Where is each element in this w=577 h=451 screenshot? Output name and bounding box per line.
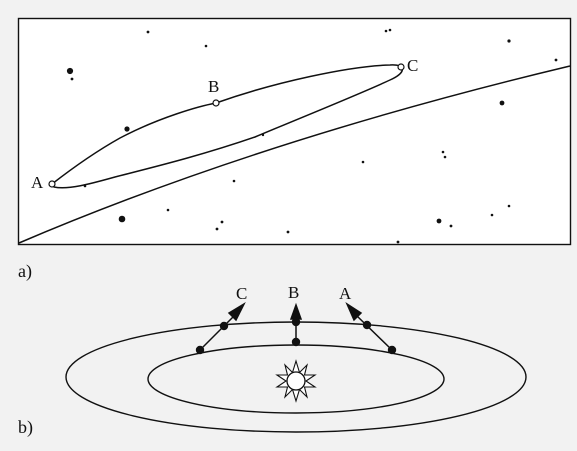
position-b-label: B bbox=[208, 77, 219, 96]
star bbox=[450, 225, 453, 228]
panel-a-caption: a) bbox=[18, 261, 32, 282]
star bbox=[437, 219, 442, 224]
position-c-marker bbox=[398, 64, 404, 70]
position-c-label: C bbox=[407, 56, 418, 75]
star bbox=[507, 39, 510, 42]
star bbox=[508, 205, 511, 208]
position-a-label: A bbox=[31, 173, 44, 192]
inner-planet-a bbox=[388, 346, 396, 354]
star bbox=[124, 126, 129, 131]
star bbox=[147, 31, 150, 34]
arrowhead-c-icon bbox=[229, 304, 244, 320]
star bbox=[205, 45, 208, 48]
star bbox=[385, 30, 388, 33]
arrowhead-b-icon bbox=[291, 305, 301, 319]
outer-planet-a bbox=[363, 321, 371, 329]
direction-c-label: C bbox=[236, 284, 247, 303]
outer-planet-b bbox=[292, 318, 300, 326]
position-b-marker bbox=[213, 100, 219, 106]
star bbox=[555, 59, 558, 62]
star bbox=[67, 68, 73, 74]
inner-planet-b bbox=[292, 338, 300, 346]
star bbox=[500, 101, 505, 106]
star bbox=[389, 29, 392, 32]
star bbox=[442, 151, 445, 154]
panel-b-caption: b) bbox=[18, 417, 33, 438]
sun-icon bbox=[277, 361, 315, 401]
sight-line-c bbox=[200, 316, 234, 350]
panel-a: A B C bbox=[19, 19, 571, 245]
star bbox=[216, 228, 219, 231]
outer-planet-c bbox=[220, 322, 228, 330]
star bbox=[397, 241, 400, 244]
star bbox=[167, 209, 170, 212]
panel-b: C B A bbox=[66, 283, 526, 432]
star bbox=[71, 78, 74, 81]
star bbox=[221, 221, 224, 224]
inner-planet-c bbox=[196, 346, 204, 354]
star bbox=[287, 231, 290, 234]
direction-b-label: B bbox=[288, 283, 299, 302]
sight-line-a bbox=[357, 316, 392, 350]
sky-frame bbox=[19, 19, 571, 245]
position-a-marker bbox=[49, 181, 55, 187]
star bbox=[233, 180, 236, 183]
star bbox=[444, 156, 447, 159]
star bbox=[119, 216, 126, 223]
direction-a-label: A bbox=[339, 284, 352, 303]
star bbox=[362, 161, 365, 164]
star bbox=[491, 214, 494, 217]
